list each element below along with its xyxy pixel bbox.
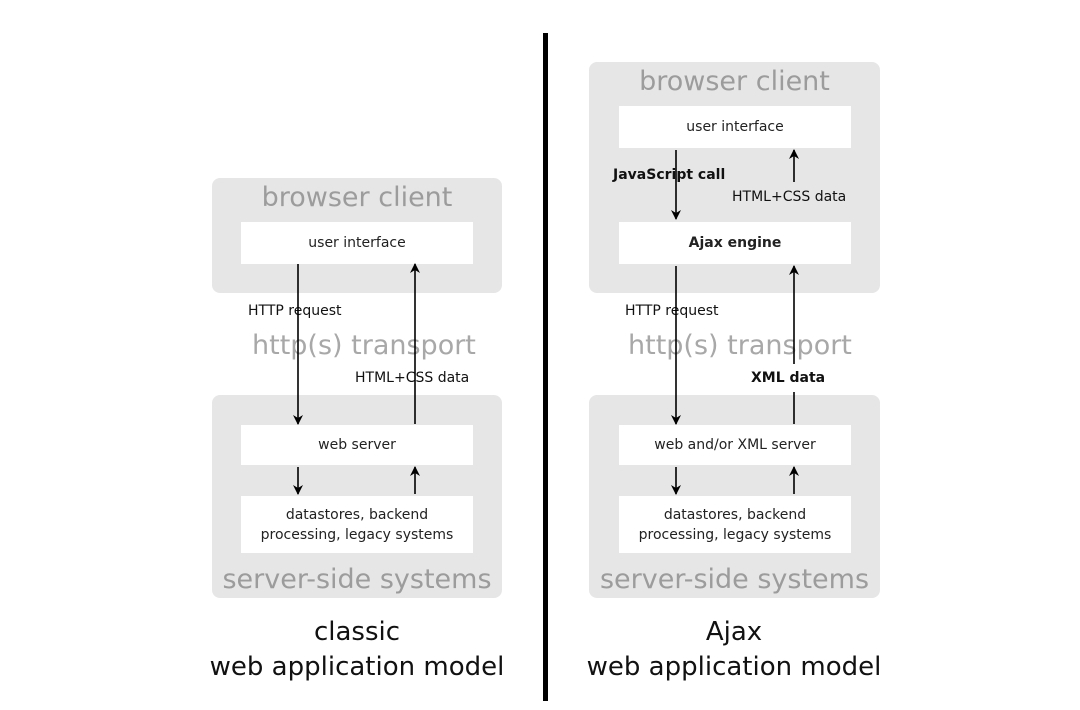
ajax-datastores-line2: processing, legacy systems (638, 526, 832, 543)
ajax-caption-line1: Ajax (705, 617, 763, 647)
classic-user-interface-box: user interface (241, 222, 473, 264)
classic-transport-label: http(s) transport (252, 330, 476, 361)
ajax-browser-client-title: browser client (639, 66, 830, 97)
ajax-caption: Ajax web application model (566, 615, 902, 685)
classic-caption-line1: classic (313, 617, 401, 647)
classic-browser-client-panel: browser client user interface (212, 178, 502, 293)
classic-html-css-data-label: HTML+CSS data (355, 370, 470, 386)
ajax-xml-data-label: XML data (751, 370, 826, 386)
ajax-transport-label: http(s) transport (628, 330, 852, 361)
ajax-server-side-title: server-side systems (599, 564, 870, 595)
classic-http-request-label: HTTP request (248, 303, 342, 319)
ajax-web-xml-server-box: web and/or XML server (619, 425, 851, 465)
ajax-caption-line2: web application model (586, 652, 882, 682)
classic-datastores-line1: datastores, backend (285, 506, 429, 523)
classic-datastores-box: datastores, backend processing, legacy s… (241, 496, 473, 553)
ajax-datastores-box: datastores, backend processing, legacy s… (619, 496, 851, 553)
classic-web-server-box: web server (241, 425, 473, 465)
classic-caption: classic web application model (190, 615, 524, 685)
classic-datastores-line2: processing, legacy systems (260, 526, 454, 543)
ajax-html-css-data-label: HTML+CSS data (732, 189, 847, 205)
classic-caption-line2: web application model (209, 652, 505, 682)
ajax-http-request-label: HTTP request (625, 303, 719, 319)
center-divider (543, 33, 548, 701)
ajax-engine-box: Ajax engine (619, 222, 851, 264)
classic-server-side-title: server-side systems (222, 564, 492, 595)
ajax-datastores-line1: datastores, backend (663, 506, 807, 523)
ajax-browser-client-panel: browser client user interface Ajax engin… (589, 62, 880, 293)
ajax-user-interface-box: user interface (619, 106, 851, 148)
classic-browser-client-title: browser client (261, 182, 453, 213)
classic-server-side-panel: web server datastores, backend processin… (212, 395, 502, 598)
ajax-server-side-panel: web and/or XML server datastores, backen… (589, 395, 880, 598)
ajax-javascript-call-label: JavaScript call (613, 167, 726, 183)
